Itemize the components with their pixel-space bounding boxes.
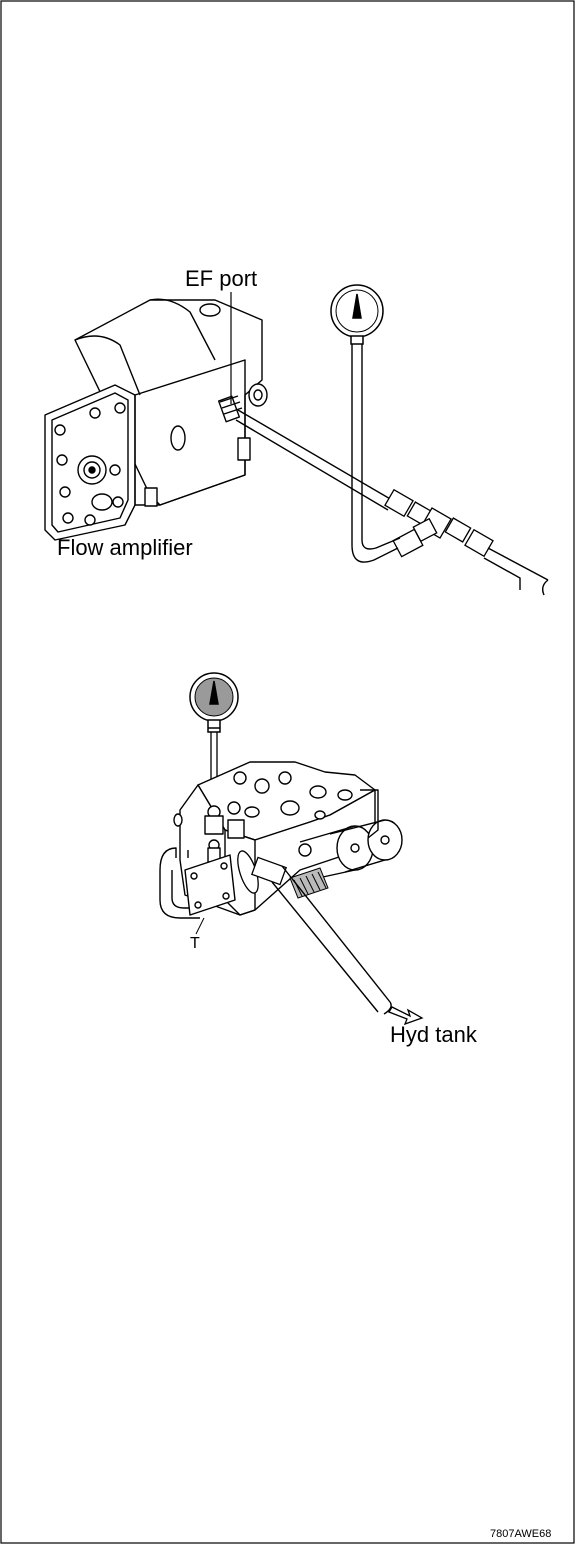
flow-amplifier-label: Flow amplifier [57, 535, 193, 560]
main-control-valve [159, 761, 403, 919]
tee-fitting [384, 488, 494, 558]
gauge-line-upper [351, 338, 401, 563]
hose-clamp [289, 867, 329, 899]
hose-flange [237, 850, 288, 894]
ef-port-label: EF port [185, 266, 258, 291]
flow-amplifier [44, 298, 268, 541]
hose-tee-to-tank [483, 547, 549, 596]
hyd-tank-label: Hyd tank [390, 1022, 477, 1047]
hose-to-hyd-tank [271, 865, 392, 1015]
pressure-gauge-upper [330, 284, 384, 345]
t-port-leader [195, 917, 205, 935]
figure-code: 7807AWE68 [490, 1528, 552, 1540]
hose-ef-to-tee [235, 409, 393, 511]
flow-arrow [388, 1006, 424, 1026]
pressure-gauge-lower [189, 672, 239, 733]
t-port-label: T [190, 935, 200, 952]
